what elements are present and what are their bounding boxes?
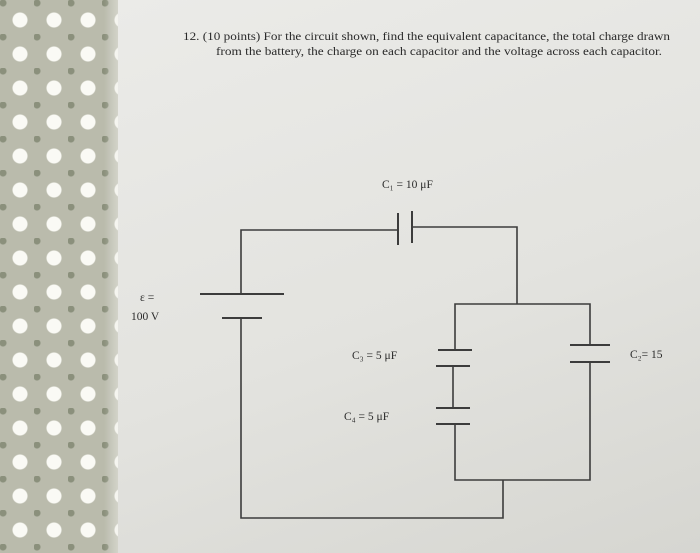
- problem-text-line2: from the battery, the charge on each cap…: [216, 46, 662, 58]
- c3-label: C₃ = 5 μF: [352, 350, 397, 362]
- paper-sheet: [118, 0, 700, 553]
- wire-left-bottom: [240, 318, 504, 519]
- wire-network-bottom: [454, 362, 591, 481]
- emf-value: 100 V: [131, 311, 160, 323]
- wire-network-top: [454, 303, 591, 345]
- lace-background: [0, 0, 130, 553]
- problem-text-line1: 12. (10 points) For the circuit shown, f…: [183, 31, 670, 43]
- c4-label: C₄ = 5 μF: [344, 411, 389, 423]
- wire-top-right: [412, 226, 518, 304]
- c2-label: C₂= 15: [630, 349, 663, 361]
- emf-symbol: ɛ =: [140, 292, 154, 304]
- wire-top-left: [240, 229, 398, 294]
- c1-label: C₁ = 10 μF: [382, 179, 433, 191]
